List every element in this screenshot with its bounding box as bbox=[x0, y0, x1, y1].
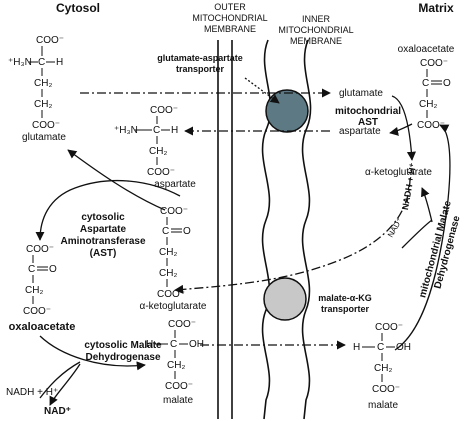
svg-text:H: H bbox=[171, 125, 178, 136]
cyto-ast-label-3: Aminotransferase bbox=[60, 236, 145, 247]
svg-text:CH₂: CH₂ bbox=[374, 363, 392, 374]
svg-text:COO⁻: COO⁻ bbox=[23, 306, 51, 317]
cyto-ast-arrow-glu bbox=[67, 149, 166, 211]
svg-text:O: O bbox=[49, 264, 57, 275]
svg-text:H: H bbox=[56, 57, 63, 68]
cytosol-oxaloacetate-label: oxaloacetate bbox=[9, 321, 76, 333]
outer-membrane-label-3: MEMBRANE bbox=[204, 24, 256, 34]
svg-text:H: H bbox=[146, 339, 153, 350]
svg-text:OH: OH bbox=[396, 342, 411, 353]
mito-ast-label-2: AST bbox=[358, 117, 378, 128]
mal-akg-transporter-label-2: transporter bbox=[321, 304, 370, 314]
svg-text:COO⁻: COO⁻ bbox=[150, 105, 178, 116]
mito-ast-label-1: mitochondrial bbox=[335, 106, 401, 117]
cytosol-malate-label: malate bbox=[163, 395, 193, 406]
svg-text:C: C bbox=[377, 342, 384, 353]
matrix-glutamate-label: glutamate bbox=[339, 88, 383, 99]
svg-text:CH₂: CH₂ bbox=[419, 99, 437, 110]
matrix-header: Matrix bbox=[418, 1, 454, 15]
mito-ast-arrow-akg bbox=[391, 95, 416, 161]
inner-membrane-line-2 bbox=[301, 39, 312, 420]
svg-text:COO⁻: COO⁻ bbox=[36, 35, 64, 46]
svg-text:COO⁻: COO⁻ bbox=[372, 384, 400, 395]
mal-akg-transporter-label-1: malate-α-KG bbox=[318, 293, 372, 303]
cytosol-header: Cytosol bbox=[56, 1, 100, 15]
akg-export-arrow bbox=[174, 177, 411, 294]
svg-text:C: C bbox=[153, 125, 160, 136]
outer-membrane-label-1: OUTER bbox=[214, 2, 246, 12]
svg-text:O: O bbox=[443, 78, 451, 89]
svg-text:CH₂: CH₂ bbox=[159, 247, 177, 258]
inner-membrane-label-2: MITOCHONDRIAL bbox=[278, 25, 353, 35]
svg-text:COO⁻: COO⁻ bbox=[165, 381, 193, 392]
matrix-aspartate-label: aspartate bbox=[339, 126, 381, 137]
svg-text:COO⁻: COO⁻ bbox=[147, 167, 175, 178]
cytosol-akg-structure: COO⁻ C O CH₂ CH₂ COO⁻ bbox=[157, 206, 191, 300]
cyto-mdh-arrow bbox=[39, 335, 146, 371]
svg-text:COO⁻: COO⁻ bbox=[160, 206, 188, 217]
svg-text:C: C bbox=[170, 339, 177, 350]
cyto-nad-label: NAD⁺ bbox=[44, 406, 71, 417]
matrix-oxaloacetate-label: oxaloacetate bbox=[398, 44, 455, 55]
matrix-malate-label: malate bbox=[368, 400, 398, 411]
svg-text:⁺H₃N: ⁺H₃N bbox=[8, 57, 32, 68]
svg-text:COO⁻: COO⁻ bbox=[375, 322, 403, 333]
matrix-oxaloacetate-structure: COO⁻ C O CH₂ COO⁻ bbox=[417, 58, 451, 131]
svg-text:C: C bbox=[28, 264, 35, 275]
svg-text:C: C bbox=[422, 78, 429, 89]
svg-text:OH: OH bbox=[189, 339, 204, 350]
svg-text:COO⁻: COO⁻ bbox=[157, 289, 185, 300]
glu-asp-transporter-pointer bbox=[244, 77, 280, 104]
svg-text:O: O bbox=[183, 226, 191, 237]
svg-text:COO⁻: COO⁻ bbox=[32, 120, 60, 131]
matrix-akg-label: α-ketoglutarate bbox=[365, 167, 432, 178]
svg-text:H: H bbox=[353, 342, 360, 353]
cyto-nad-arrow bbox=[49, 363, 81, 406]
cytosol-glutamate-label: glutamate bbox=[22, 132, 66, 143]
mito-nad-arrow bbox=[401, 219, 433, 249]
cyto-ast-label-4: (AST) bbox=[90, 248, 117, 259]
svg-text:CH₂: CH₂ bbox=[34, 99, 52, 110]
svg-text:COO⁻: COO⁻ bbox=[26, 244, 54, 255]
cytosol-aspartate-label: aspartate bbox=[154, 179, 196, 190]
inner-membrane-label-1: INNER bbox=[302, 14, 331, 24]
cyto-nadh-label: NADH + H⁺ bbox=[6, 387, 58, 398]
outer-membrane-label-2: MITOCHONDRIAL bbox=[192, 13, 267, 23]
cytosol-akg-label: α-ketoglutarate bbox=[140, 301, 207, 312]
malate-akg-transporter-icon bbox=[263, 277, 307, 321]
svg-text:C: C bbox=[162, 226, 169, 237]
mito-nad-label: NAD⁺ bbox=[386, 216, 404, 239]
svg-text:COO⁻: COO⁻ bbox=[168, 319, 196, 330]
svg-text:CH₂: CH₂ bbox=[25, 285, 43, 296]
mito-ast-arrow-asp bbox=[389, 123, 413, 136]
cytosol-aspartate-structure: COO⁻ ⁺H₃N C H CH₂ COO⁻ bbox=[114, 105, 178, 178]
inner-membrane-label-3: MEMBRANE bbox=[290, 36, 342, 46]
cyto-ast-label-1: cytosolic bbox=[81, 212, 125, 223]
cytosol-glutamate-structure: COO⁻ ⁺H₃N C H CH₂ CH₂ COO⁻ bbox=[8, 35, 64, 131]
svg-text:CH₂: CH₂ bbox=[34, 78, 52, 89]
mito-nadh-arrow bbox=[421, 187, 433, 223]
cyto-ast-label-2: Aspartate bbox=[80, 224, 127, 235]
svg-text:CH₂: CH₂ bbox=[159, 268, 177, 279]
svg-text:C: C bbox=[38, 57, 45, 68]
svg-text:⁺H₃N: ⁺H₃N bbox=[114, 125, 138, 136]
mito-mdh-arrow bbox=[394, 124, 451, 351]
glu-asp-transporter-label-2: transporter bbox=[176, 64, 225, 74]
cyto-mdh-label-2: Dehydrogenase bbox=[85, 352, 160, 363]
inner-membrane-line-1 bbox=[261, 39, 272, 420]
cytosol-malate-structure: COO⁻ H C OH CH₂ COO⁻ bbox=[146, 319, 204, 392]
cytosol-oxaloacetate-structure: COO⁻ C O CH₂ COO⁻ bbox=[23, 244, 57, 317]
svg-text:CH₂: CH₂ bbox=[149, 146, 167, 157]
cyto-nadh-arrow bbox=[39, 361, 81, 399]
glutamate-aspartate-transporter-icon bbox=[265, 89, 309, 133]
glu-asp-transporter-label-1: glutamate-aspartate bbox=[157, 53, 243, 63]
cyto-ast-arrow-oaa bbox=[35, 179, 181, 241]
matrix-malate-structure: COO⁻ H C OH CH₂ COO⁻ bbox=[353, 322, 411, 395]
svg-text:CH₂: CH₂ bbox=[167, 360, 185, 371]
cyto-mdh-label-1: cytosolic Malate bbox=[84, 340, 162, 351]
svg-text:COO⁻: COO⁻ bbox=[417, 120, 445, 131]
svg-text:COO⁻: COO⁻ bbox=[420, 58, 448, 69]
